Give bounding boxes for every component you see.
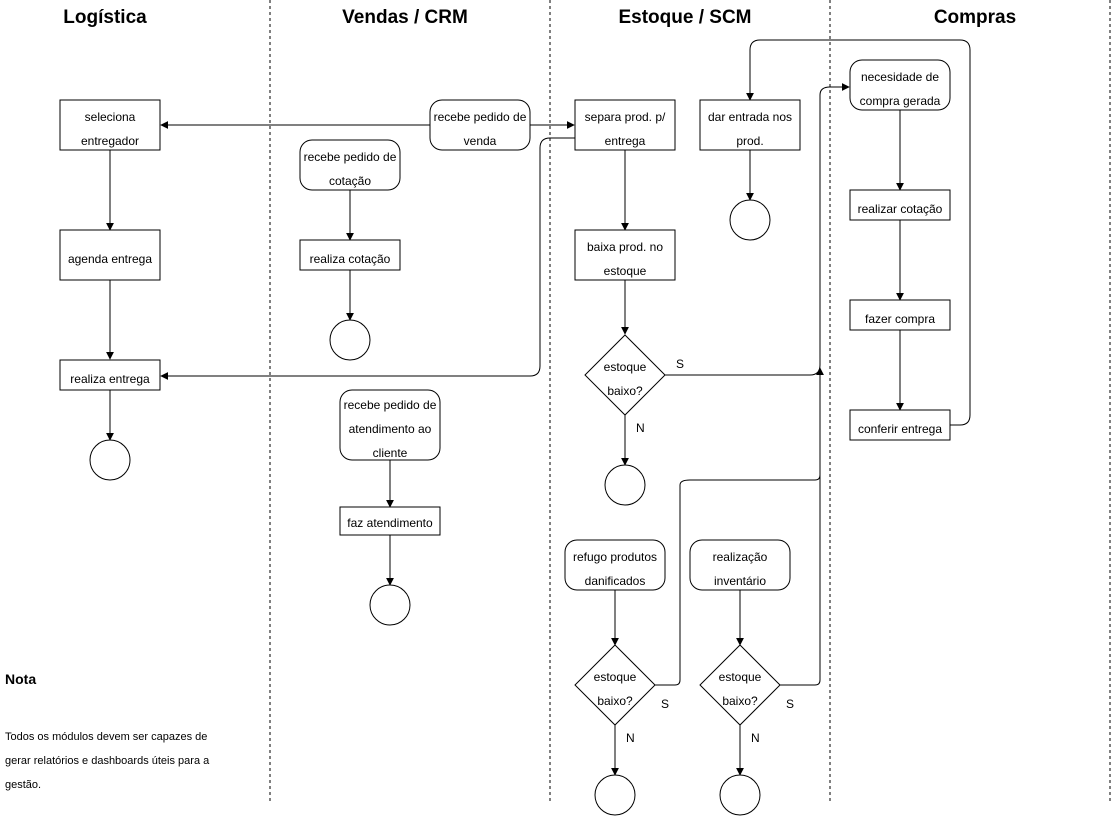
end-cotacao — [329, 319, 371, 361]
process-faz-atendimento — [339, 506, 441, 536]
end-atendimento — [369, 584, 411, 626]
edge-separa-to-realiza-entrega — [160, 137, 575, 380]
process-conferir-entrega — [849, 409, 951, 441]
label-separa-prod: separa prod. p/entrega — [585, 110, 666, 148]
process-realizar-cotacao — [849, 189, 951, 221]
start-recebe-pedido-atendimento — [339, 389, 441, 461]
edge-label-dec2-yes: S — [661, 697, 669, 711]
process-realiza-cotacao — [299, 239, 401, 271]
decision-estoque-baixo-3 — [699, 644, 781, 726]
decision-estoque-baixo-2 — [574, 644, 656, 726]
edge-dec2-yes — [655, 367, 824, 686]
end-estoque-1 — [604, 464, 646, 506]
process-realiza-entrega — [59, 359, 161, 391]
note-text: Todos os módulos devem ser capazes de ge… — [5, 731, 212, 791]
lane-title-vendas: Vendas / CRM — [342, 7, 468, 28]
lane-title-logistica: Logística — [63, 7, 147, 28]
edge-label-dec1-no: N — [636, 421, 645, 435]
edge-label-dec3-yes: S — [786, 697, 794, 711]
label-faz-atendimento: faz atendimento — [347, 516, 433, 530]
nodes — [59, 59, 951, 816]
edge-label-dec3-no: N — [751, 731, 760, 745]
label-agenda-entrega: agenda entrega — [68, 252, 152, 266]
process-baixa-prod — [574, 229, 676, 281]
note-title: Nota — [5, 671, 36, 687]
process-dar-entrada — [699, 99, 801, 151]
start-refugo-produtos — [564, 539, 666, 591]
lane-title-compras: Compras — [934, 7, 1016, 28]
start-realizacao-inventario — [689, 539, 791, 591]
edge-dec1-yes — [665, 83, 850, 376]
end-logistica — [89, 439, 131, 481]
process-agenda-entrega — [59, 229, 161, 281]
label-fazer-compra: fazer compra — [865, 312, 935, 326]
edge-dec3-yes — [780, 470, 821, 686]
label-conferir-entrega: conferir entrega — [858, 422, 942, 436]
process-separa-prod — [574, 99, 676, 151]
process-seleciona-entregador — [59, 99, 161, 151]
start-recebe-pedido-venda — [429, 99, 531, 151]
start-recebe-pedido-cotacao — [299, 139, 401, 191]
edge-label-dec2-no: N — [626, 731, 635, 745]
label-realiza-cotacao: realiza cotação — [310, 252, 391, 266]
start-necesidade-compra — [849, 59, 951, 111]
label-realiza-entrega: realiza entrega — [70, 372, 150, 386]
decision-estoque-baixo-1 — [584, 334, 666, 416]
end-refugo — [594, 774, 636, 816]
lane-title-estoque: Estoque / SCM — [618, 7, 751, 28]
lane-dividers — [269, 0, 1111, 802]
note: Nota Todos os módulos devem ser capazes … — [5, 671, 212, 791]
edges — [106, 39, 971, 776]
end-entrada — [729, 199, 771, 241]
process-fazer-compra — [849, 299, 951, 331]
end-inventario — [719, 774, 761, 816]
edge-labels: S N S N S N — [626, 357, 794, 745]
label-realizar-cotacao: realizar cotação — [858, 202, 943, 216]
edge-label-dec1-yes: S — [676, 357, 684, 371]
edge-conferir-to-entrada — [746, 39, 971, 426]
